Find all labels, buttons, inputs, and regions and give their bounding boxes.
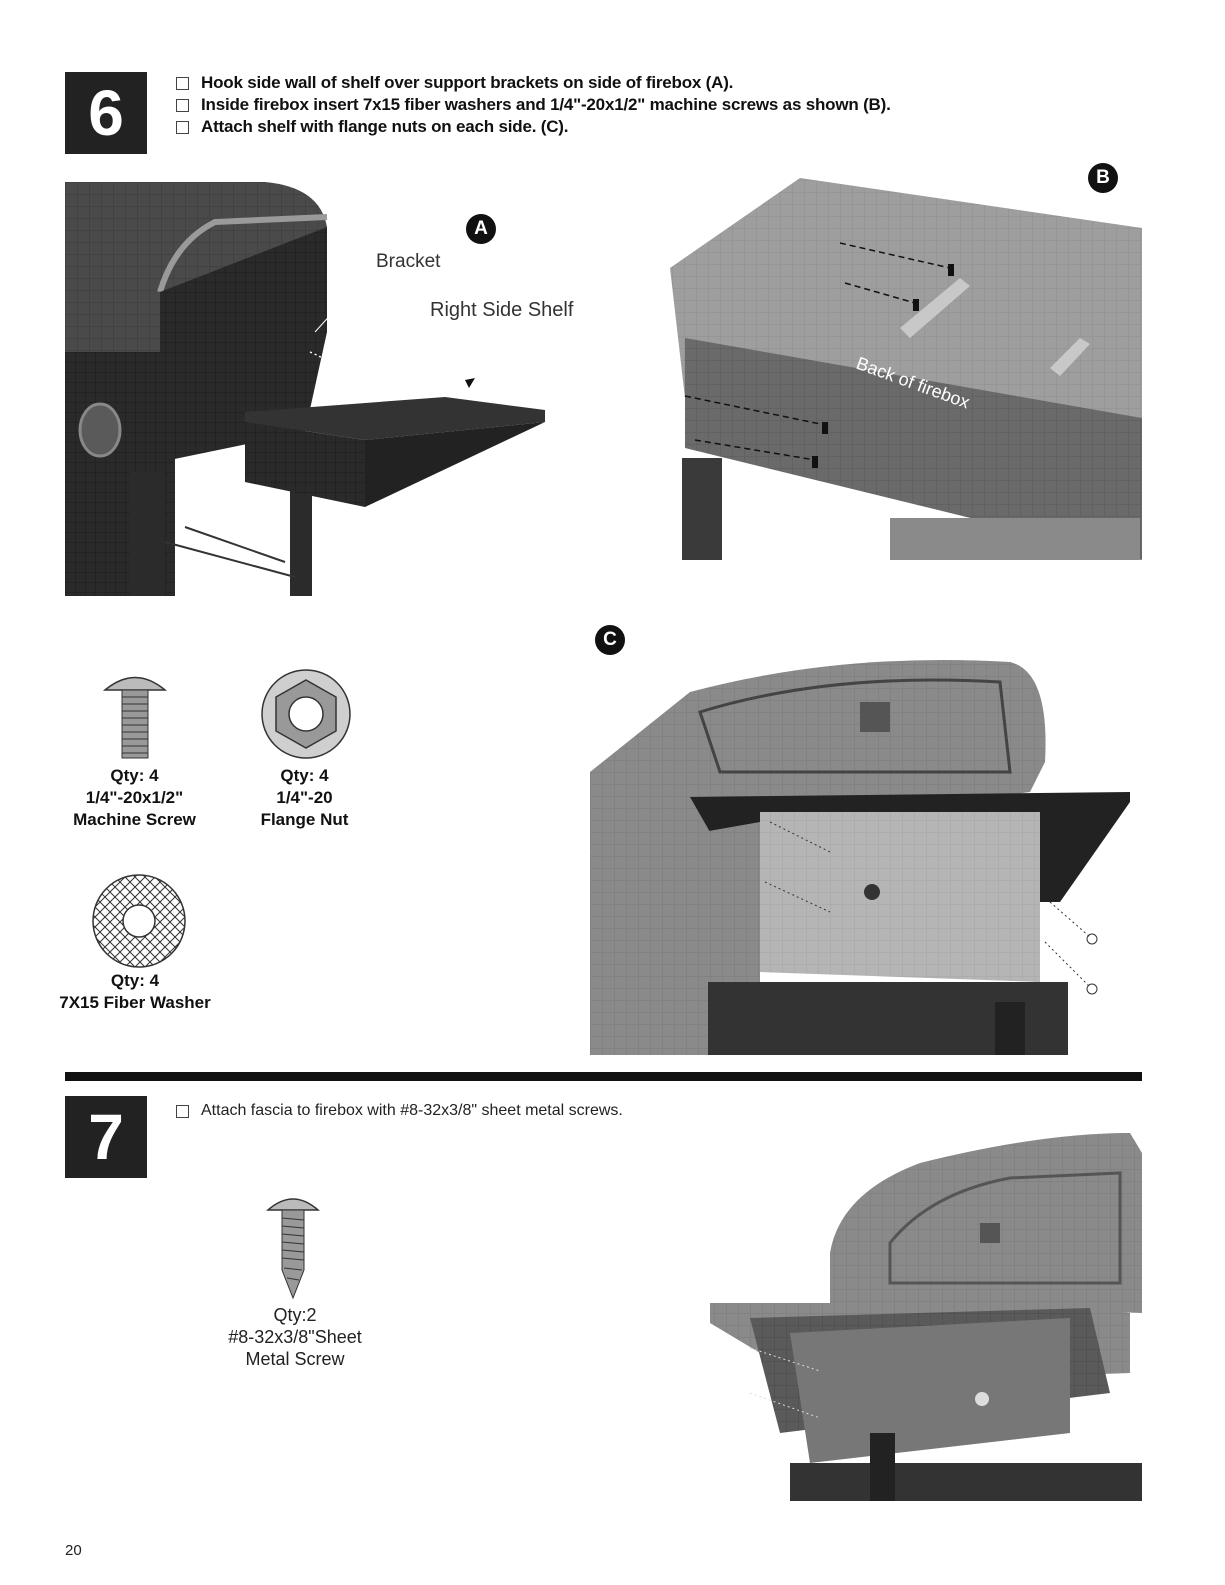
part-name-text: Machine Screw [52,809,217,831]
page-number: 20 [65,1542,82,1559]
machine-screw-icon [95,665,175,760]
qty-text: Qty: 4 [30,970,240,992]
shelf-flange-nut-illustration [590,652,1142,1055]
step-6-instruction-3: Attach shelf with flange nuts on each si… [176,116,891,138]
instruction-text: Attach shelf with flange nuts on each si… [201,116,568,138]
illustration-step-7 [690,1133,1142,1501]
grill-shelf-illustration [65,182,585,596]
step-6-instruction-2: Inside firebox insert 7x15 fiber washers… [176,94,891,116]
qty-text: Qty: 4 [222,765,387,787]
size-text: #8-32x3/8"Sheet [200,1326,390,1348]
qty-text: Qty: 4 [52,765,217,787]
flange-nut-caption: Qty: 4 1/4"-20 Flange Nut [222,765,387,831]
fiber-washer-caption: Qty: 4 7X15 Fiber Washer [30,970,240,1014]
sheet-metal-screw-icon [262,1190,324,1302]
right-side-shelf-label: Right Side Shelf [430,299,573,322]
step-6-instructions: Hook side wall of shelf over support bra… [176,72,891,138]
qty-text: Qty:2 [200,1304,390,1326]
flange-nut-icon [258,668,354,760]
part-name-text: Metal Screw [200,1348,390,1370]
checkbox-icon[interactable] [176,77,189,90]
part-name-text: Flange Nut [222,809,387,831]
callout-c: C [595,625,625,655]
step-6-badge: 6 [65,72,147,154]
step-6-instruction-1: Hook side wall of shelf over support bra… [176,72,891,94]
instruction-text: Attach fascia to firebox with #8-32x3/8"… [201,1100,623,1122]
illustration-b: Back of firebox [660,168,1142,560]
bracket-label: Bracket [376,251,440,273]
checkbox-icon[interactable] [176,99,189,112]
part-name-text: 7X15 Fiber Washer [30,992,240,1014]
step-7-instruction: Attach fascia to firebox with #8-32x3/8"… [176,1100,623,1122]
checkbox-icon[interactable] [176,1105,189,1118]
instruction-text: Hook side wall of shelf over support bra… [201,72,733,94]
sheet-metal-screw-caption: Qty:2 #8-32x3/8"Sheet Metal Screw [200,1304,390,1370]
size-text: 1/4"-20 [222,787,387,809]
size-text: 1/4"-20x1/2" [52,787,217,809]
checkbox-icon[interactable] [176,121,189,134]
illustration-c [590,652,1142,1055]
illustration-a [65,182,585,596]
fascia-attach-illustration [690,1133,1142,1501]
instruction-text: Inside firebox insert 7x15 fiber washers… [201,94,891,116]
step-7-badge: 7 [65,1096,147,1178]
callout-a: A [466,214,496,244]
firebox-back-illustration: Back of firebox [660,168,1142,560]
machine-screw-caption: Qty: 4 1/4"-20x1/2" Machine Screw [52,765,217,831]
step-divider [65,1072,1142,1081]
fiber-washer-icon [90,872,188,970]
